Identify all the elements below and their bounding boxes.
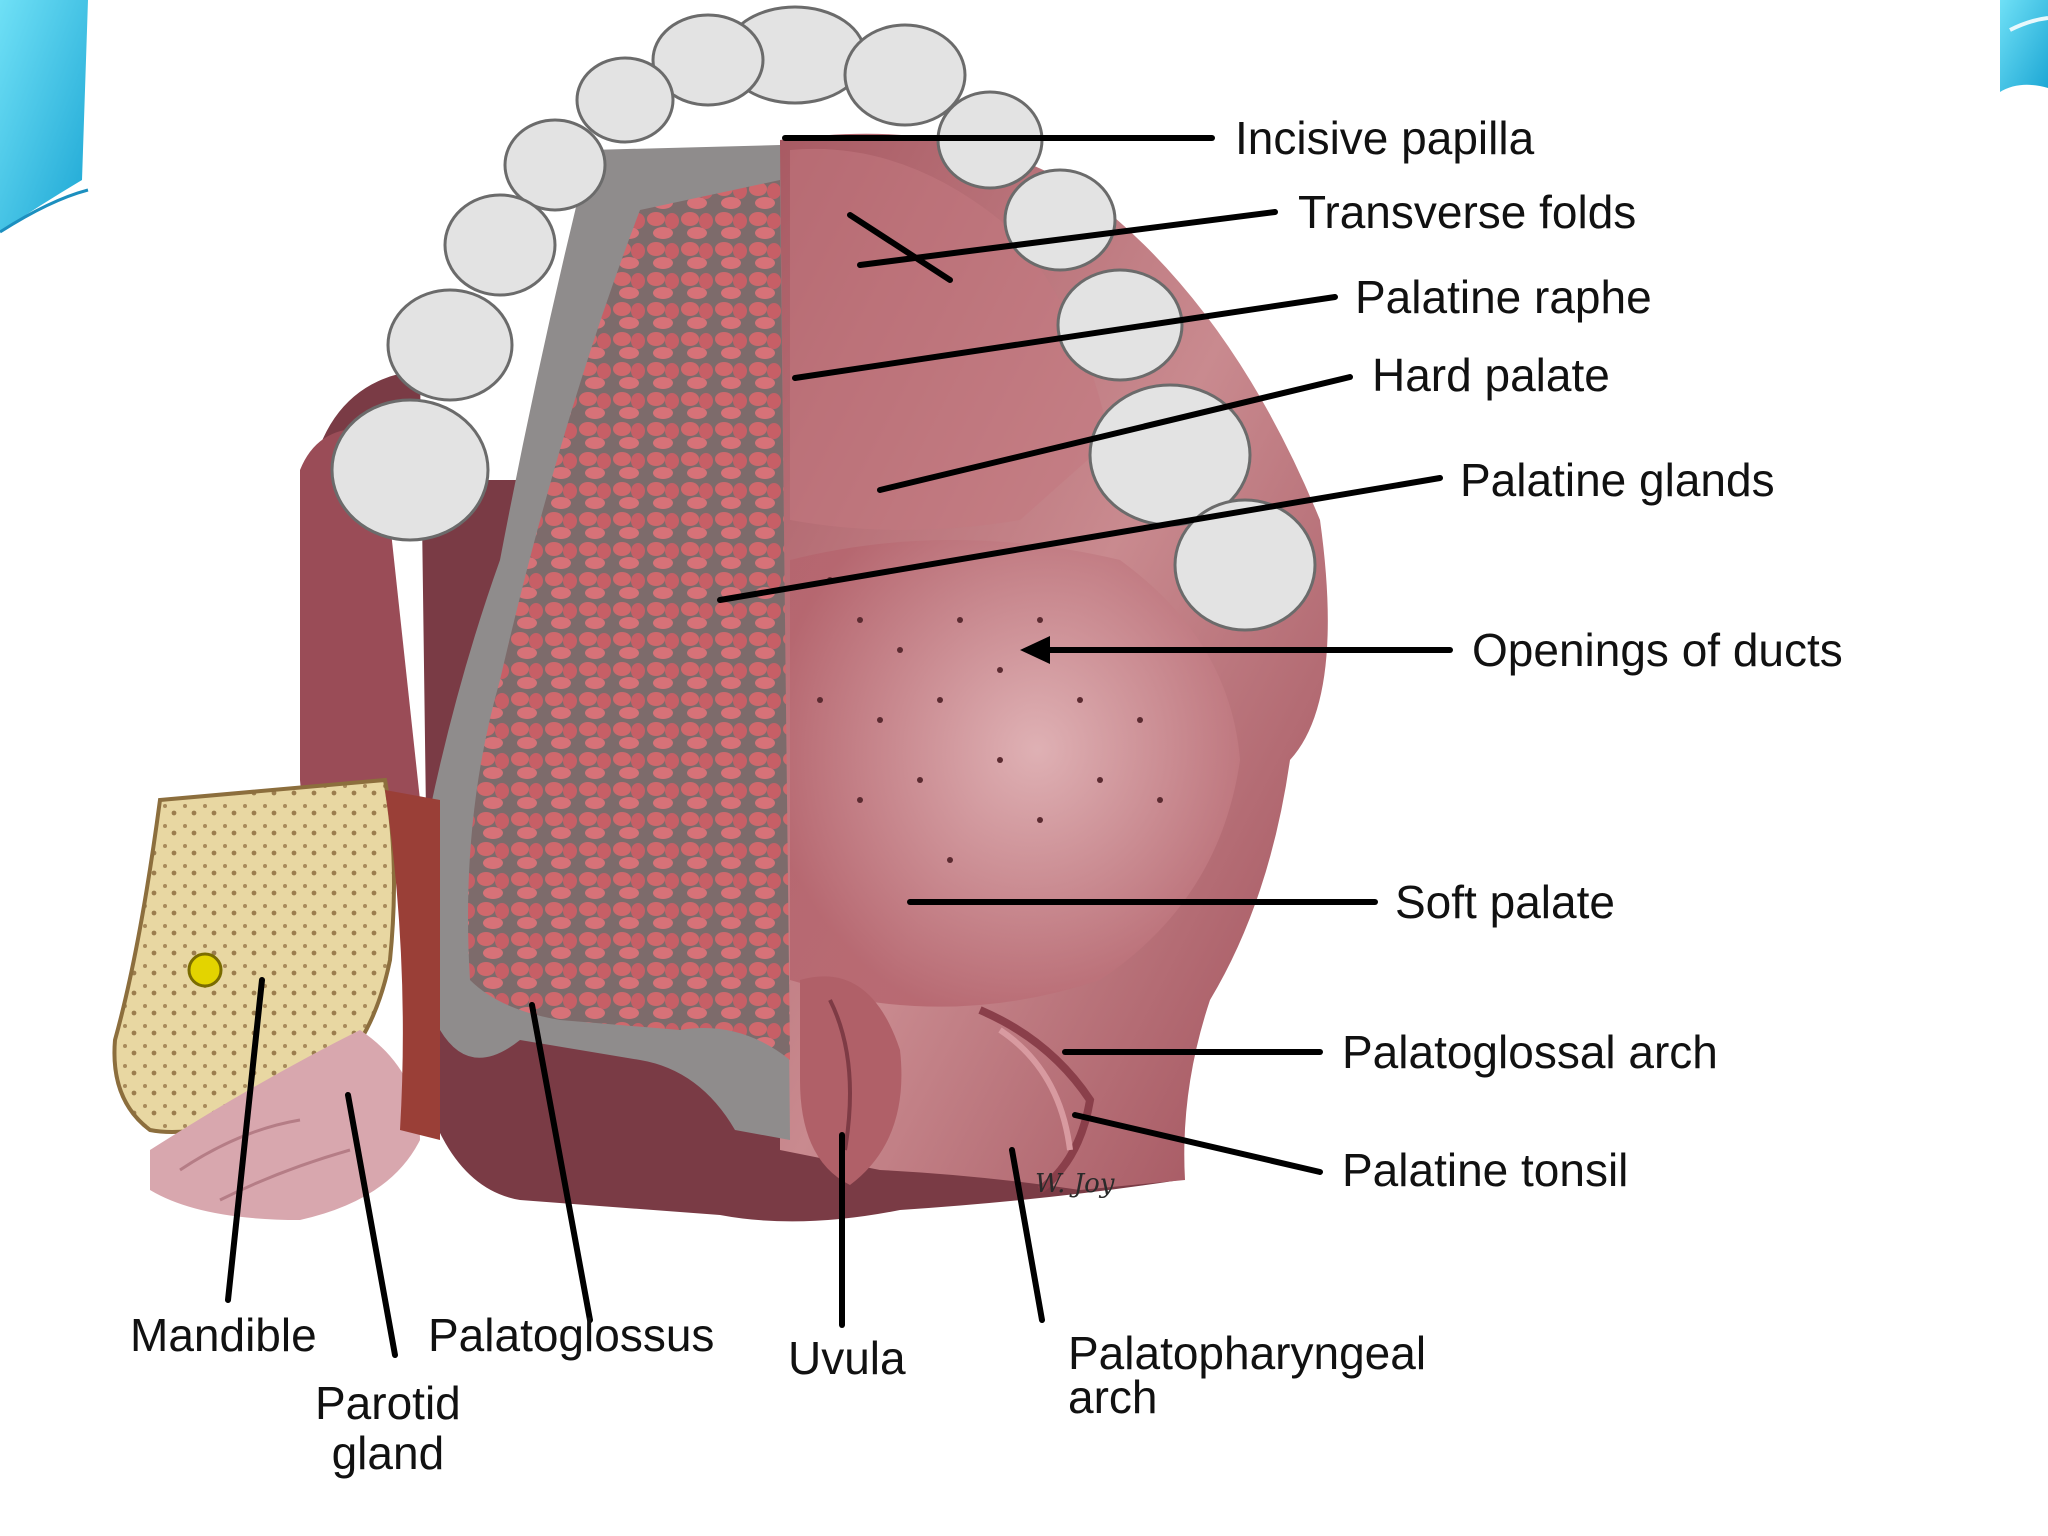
label-parotid-gland-line-1: Parotid bbox=[315, 1377, 461, 1429]
leader-lines bbox=[225, 135, 1453, 1358]
artist-signature: W. Joy bbox=[1035, 1169, 1115, 1199]
label-transverse-folds: Transverse folds bbox=[1298, 186, 1637, 238]
label-parotid-gland-line-2: gland bbox=[331, 1427, 445, 1479]
label-palatopharyngeal-arch-line-2: arch bbox=[1068, 1371, 1158, 1423]
teeth bbox=[330, 5, 1317, 632]
leader-palatopharyngeal-arch bbox=[1009, 1147, 1045, 1323]
label-palatopharyngeal-arch: Palatopharyngeal arch bbox=[1068, 1328, 1426, 1422]
leader-transverse-folds bbox=[857, 209, 1278, 268]
label-uvula: Uvula bbox=[788, 1332, 906, 1384]
leader-parotid-gland bbox=[345, 1092, 398, 1358]
label-palatine-raphe: Palatine raphe bbox=[1355, 271, 1652, 323]
leader-palatine-glands bbox=[717, 475, 1443, 603]
label-palatine-tonsil: Palatine tonsil bbox=[1342, 1144, 1629, 1196]
label-soft-palate: Soft palate bbox=[1395, 876, 1615, 928]
leader-palatoglossus bbox=[529, 1002, 593, 1323]
label-parotid-gland: Parotid gland bbox=[315, 1378, 461, 1478]
label-openings-of-ducts: Openings of ducts bbox=[1472, 624, 1843, 676]
leader-palatine-raphe bbox=[792, 294, 1338, 381]
leader-transverse-folds-branch bbox=[847, 212, 953, 283]
label-palatoglossus: Palatoglossus bbox=[428, 1309, 715, 1361]
slide-decoration bbox=[0, 0, 2048, 234]
label-palatoglossal-arch: Palatoglossal arch bbox=[1342, 1026, 1718, 1078]
label-hard-palate: Hard palate bbox=[1372, 349, 1610, 401]
oral-cavity-drawing bbox=[112, 133, 1328, 1222]
leader-palatine-tonsil bbox=[1072, 1112, 1323, 1175]
label-mandible: Mandible bbox=[130, 1309, 317, 1361]
leader-hard-palate bbox=[877, 374, 1353, 493]
label-incisive-papilla: Incisive papilla bbox=[1235, 112, 1535, 164]
arrowhead-openings-of-ducts bbox=[1020, 636, 1050, 664]
label-palatine-glands: Palatine glands bbox=[1460, 454, 1775, 506]
label-palatopharyngeal-arch-line-1: Palatopharyngeal bbox=[1068, 1327, 1427, 1379]
leader-mandible bbox=[225, 977, 265, 1303]
